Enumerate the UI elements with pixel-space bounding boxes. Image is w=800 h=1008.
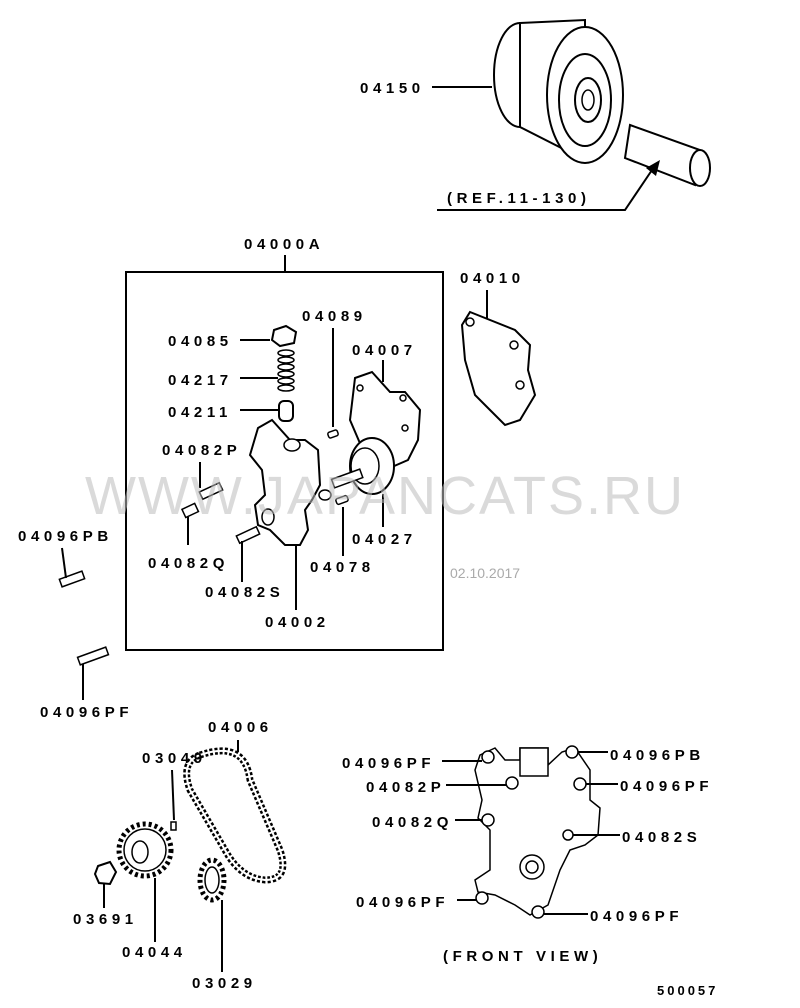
fv-label-04096PF-tl[interactable]: 04096PF — [342, 755, 435, 772]
label-ref[interactable]: (REF.11-130) — [447, 190, 591, 207]
pin-04089-drawing — [327, 429, 339, 439]
watermark: WWW.JAPANCATS.RU — [85, 466, 685, 526]
diagram-code: 500057 — [657, 983, 718, 998]
label-04006[interactable]: 04006 — [208, 719, 273, 736]
watermark-date: 02.10.2017 — [450, 565, 520, 581]
label-04027[interactable]: 04027 — [352, 531, 417, 548]
label-04082P[interactable]: 04082P — [162, 442, 241, 459]
label-04082S[interactable]: 04082S — [205, 584, 284, 601]
label-04211[interactable]: 04211 — [168, 404, 232, 421]
label-04044[interactable]: 04044 — [122, 944, 187, 961]
sprocket-04044-drawing — [116, 821, 174, 879]
front-view-drawing — [474, 745, 601, 919]
label-04085[interactable]: 04085 — [168, 333, 233, 350]
label-04002[interactable]: 04002 — [265, 614, 330, 631]
fv-label-04096PF-r[interactable]: 04096PF — [620, 778, 713, 795]
bolts-drawing — [58, 481, 261, 666]
oil-filter-drawing — [493, 18, 711, 187]
relief-valve-parts — [270, 324, 298, 422]
leader-ref — [437, 169, 653, 211]
fv-label-04082S[interactable]: 04082S — [622, 829, 701, 846]
sprocket-03029-drawing — [197, 857, 227, 903]
label-04010[interactable]: 04010 — [460, 270, 525, 287]
label-03029[interactable]: 03029 — [192, 975, 257, 992]
label-03049[interactable]: 03049 — [142, 750, 207, 767]
label-03691[interactable]: 03691 — [73, 911, 138, 928]
label-04150[interactable]: 04150 — [360, 80, 425, 97]
label-04096PF[interactable]: 04096PF — [40, 704, 133, 721]
key-drawing — [170, 821, 177, 831]
label-04000A[interactable]: 04000A — [244, 236, 324, 253]
fv-label-04082P[interactable]: 04082P — [366, 779, 445, 796]
front-view-title: (FRONT VIEW) — [443, 948, 602, 965]
label-04089[interactable]: 04089 — [302, 308, 367, 325]
label-04007[interactable]: 04007 — [352, 342, 417, 359]
fv-label-04096PF-br[interactable]: 04096PF — [590, 908, 683, 925]
label-04082Q[interactable]: 04082Q — [148, 555, 229, 572]
pin-04078-drawing — [335, 494, 349, 506]
rotor-drawing — [330, 437, 395, 495]
label-04078[interactable]: 04078 — [310, 559, 375, 576]
label-04217[interactable]: 04217 — [168, 372, 233, 389]
fv-label-04096PF-bl[interactable]: 04096PF — [356, 894, 449, 911]
nut-drawing — [93, 860, 118, 886]
label-04096PB[interactable]: 04096PB — [18, 528, 113, 545]
gasket-drawing — [460, 310, 537, 427]
arrow-icon — [646, 160, 660, 176]
fv-label-04082Q[interactable]: 04082Q — [372, 814, 453, 831]
timing-chain-drawing — [183, 747, 287, 884]
fv-label-04096PB[interactable]: 04096PB — [610, 747, 705, 764]
